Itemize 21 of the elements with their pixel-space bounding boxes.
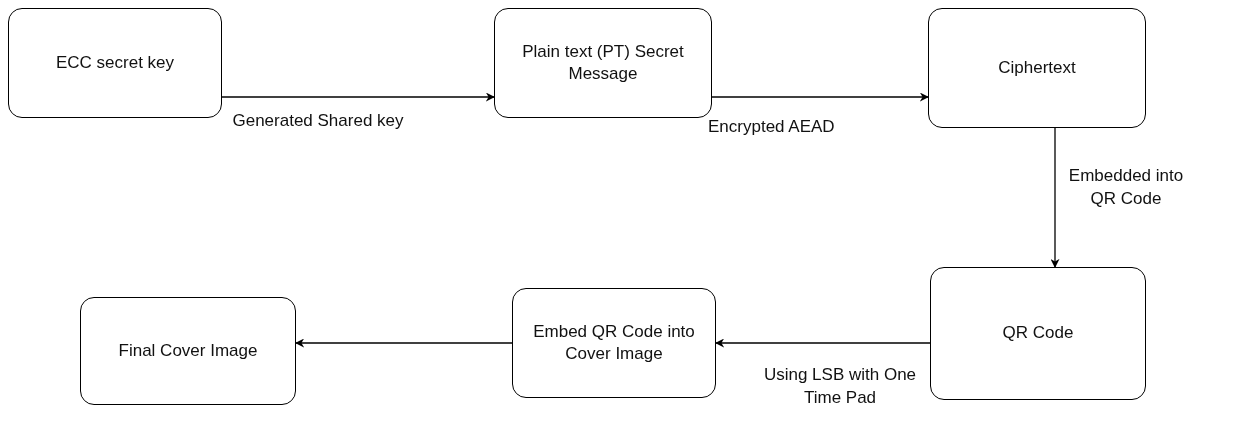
process-box <box>8 8 222 118</box>
process-box <box>512 288 716 398</box>
box-text: Plain text (PT) Secret Message <box>521 40 685 85</box>
arrow <box>1050 127 1060 268</box>
edge-label: Embedded into QR Code <box>1067 165 1185 210</box>
box-text: ECC secret key <box>55 51 175 74</box>
arrow <box>711 92 929 102</box>
box-text: Embed QR Code into Cover Image <box>532 320 696 365</box>
box-text: QR Code <box>1002 322 1074 345</box>
edge-label: Using LSB with One Time Pad <box>762 364 918 409</box>
edge-label: Generated Shared key <box>231 110 405 132</box>
process-box <box>930 267 1146 400</box>
arrow <box>715 338 931 348</box>
process-box <box>80 297 296 405</box>
process-box <box>494 8 712 118</box>
edge-label: Encrypted AEAD <box>708 116 836 138</box>
arrow <box>221 92 495 102</box>
box-text: Final Cover Image <box>118 339 258 362</box>
box-text: Ciphertext <box>998 56 1076 79</box>
process-box <box>928 8 1146 128</box>
arrow <box>295 338 513 348</box>
